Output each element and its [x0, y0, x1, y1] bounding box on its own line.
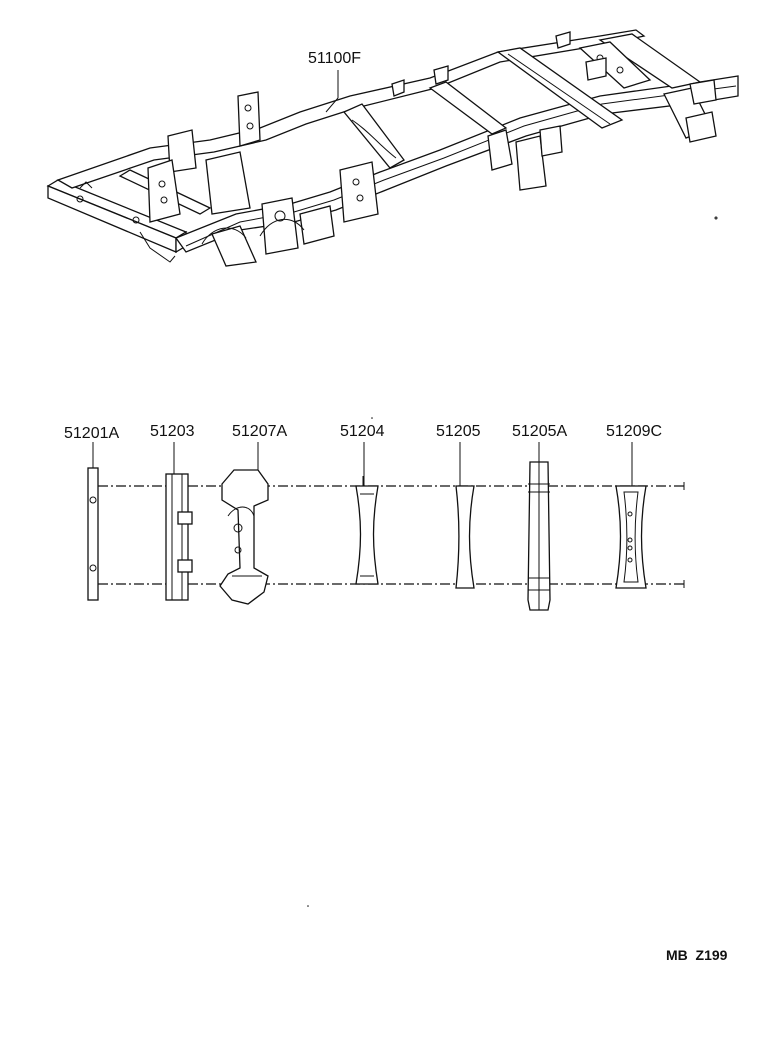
- crossmember-label-51204: 51204: [340, 423, 385, 440]
- frame-leader-line: [325, 70, 339, 113]
- crossmember-label-51203: 51203: [150, 423, 195, 440]
- crossmember-label-51207A: 51207A: [232, 423, 287, 440]
- crossmember-51205: [455, 485, 475, 589]
- crossmember-label-51205A: 51205A: [512, 423, 567, 440]
- crossmember-label-51205: 51205: [436, 423, 481, 440]
- crossmember-label-51209C: 51209C: [606, 423, 662, 440]
- crossmember-label-51201A: 51201A: [64, 425, 119, 442]
- crossmember-51209C: [615, 485, 647, 589]
- crossmember-51203: [165, 473, 193, 601]
- chassis-frame-illustration: [46, 29, 739, 267]
- catalog-code: MB Z199: [666, 947, 728, 963]
- crossmember-layout: [87, 442, 685, 611]
- frame-part-label: 51100F: [308, 50, 361, 67]
- crossmember-51201A: [87, 467, 99, 601]
- crossmember-51204: [355, 476, 379, 585]
- crossmember-51207A: [219, 469, 269, 605]
- crossmember-51205A: [527, 461, 551, 611]
